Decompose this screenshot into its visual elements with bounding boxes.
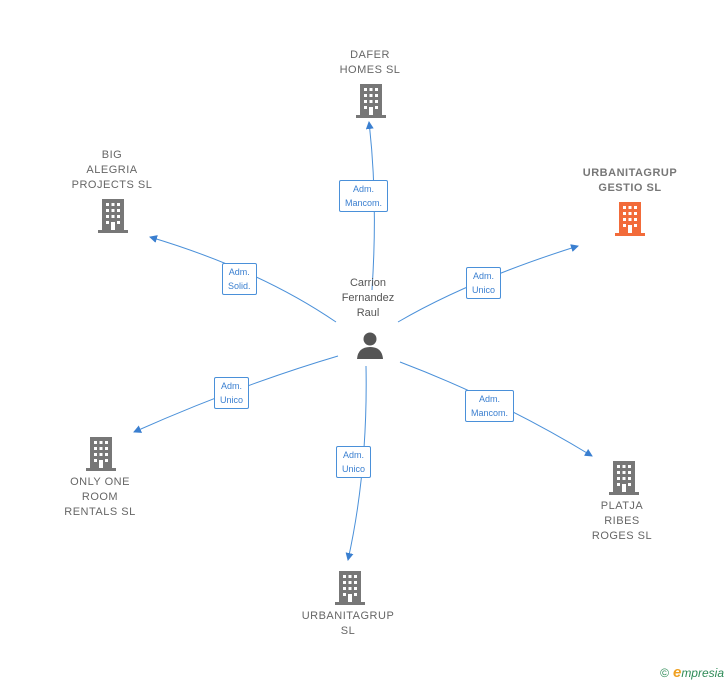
- building-icon[interactable]: [608, 461, 640, 495]
- role-badge-big: Adm. Solid.: [222, 263, 257, 295]
- person-name: Carrion Fernandez Raul: [341, 277, 395, 319]
- building-icon[interactable]: [85, 437, 117, 471]
- company-name-platja[interactable]: PLATJA RIBES ROGES SL: [591, 500, 653, 542]
- building-icon[interactable]: [355, 84, 387, 118]
- brand-initial: e: [672, 664, 682, 681]
- role-badge-urbsl: Adm. Unico: [336, 446, 372, 478]
- company-name-urbgestio[interactable]: URBANITAGRUP GESTIO SL: [582, 167, 678, 194]
- copyright-symbol: ©: [660, 666, 669, 680]
- building-icon[interactable]: [334, 571, 366, 605]
- role-badge-urbgestio: Adm. Unico: [466, 267, 502, 299]
- building-icon-highlight[interactable]: [614, 202, 646, 236]
- building-icon[interactable]: [97, 199, 129, 233]
- company-name-dafer[interactable]: DAFER HOMES SL: [339, 49, 401, 76]
- role-badge-dafer: Adm. Mancom.: [339, 180, 389, 212]
- company-name-onlyone[interactable]: ONLY ONE ROOM RENTALS SL: [64, 476, 136, 518]
- company-name-big[interactable]: BIG ALEGRIA PROJECTS SL: [71, 149, 153, 191]
- role-badge-platja: Adm. Mancom.: [465, 390, 515, 422]
- person-icon[interactable]: [355, 330, 385, 360]
- company-name-urbsl[interactable]: URBANITAGRUP SL: [301, 610, 395, 637]
- brand-footer[interactable]: ©empresia: [660, 664, 724, 681]
- brand-name: mpresia: [681, 666, 724, 680]
- role-badge-onlyone: Adm. Unico: [214, 377, 250, 409]
